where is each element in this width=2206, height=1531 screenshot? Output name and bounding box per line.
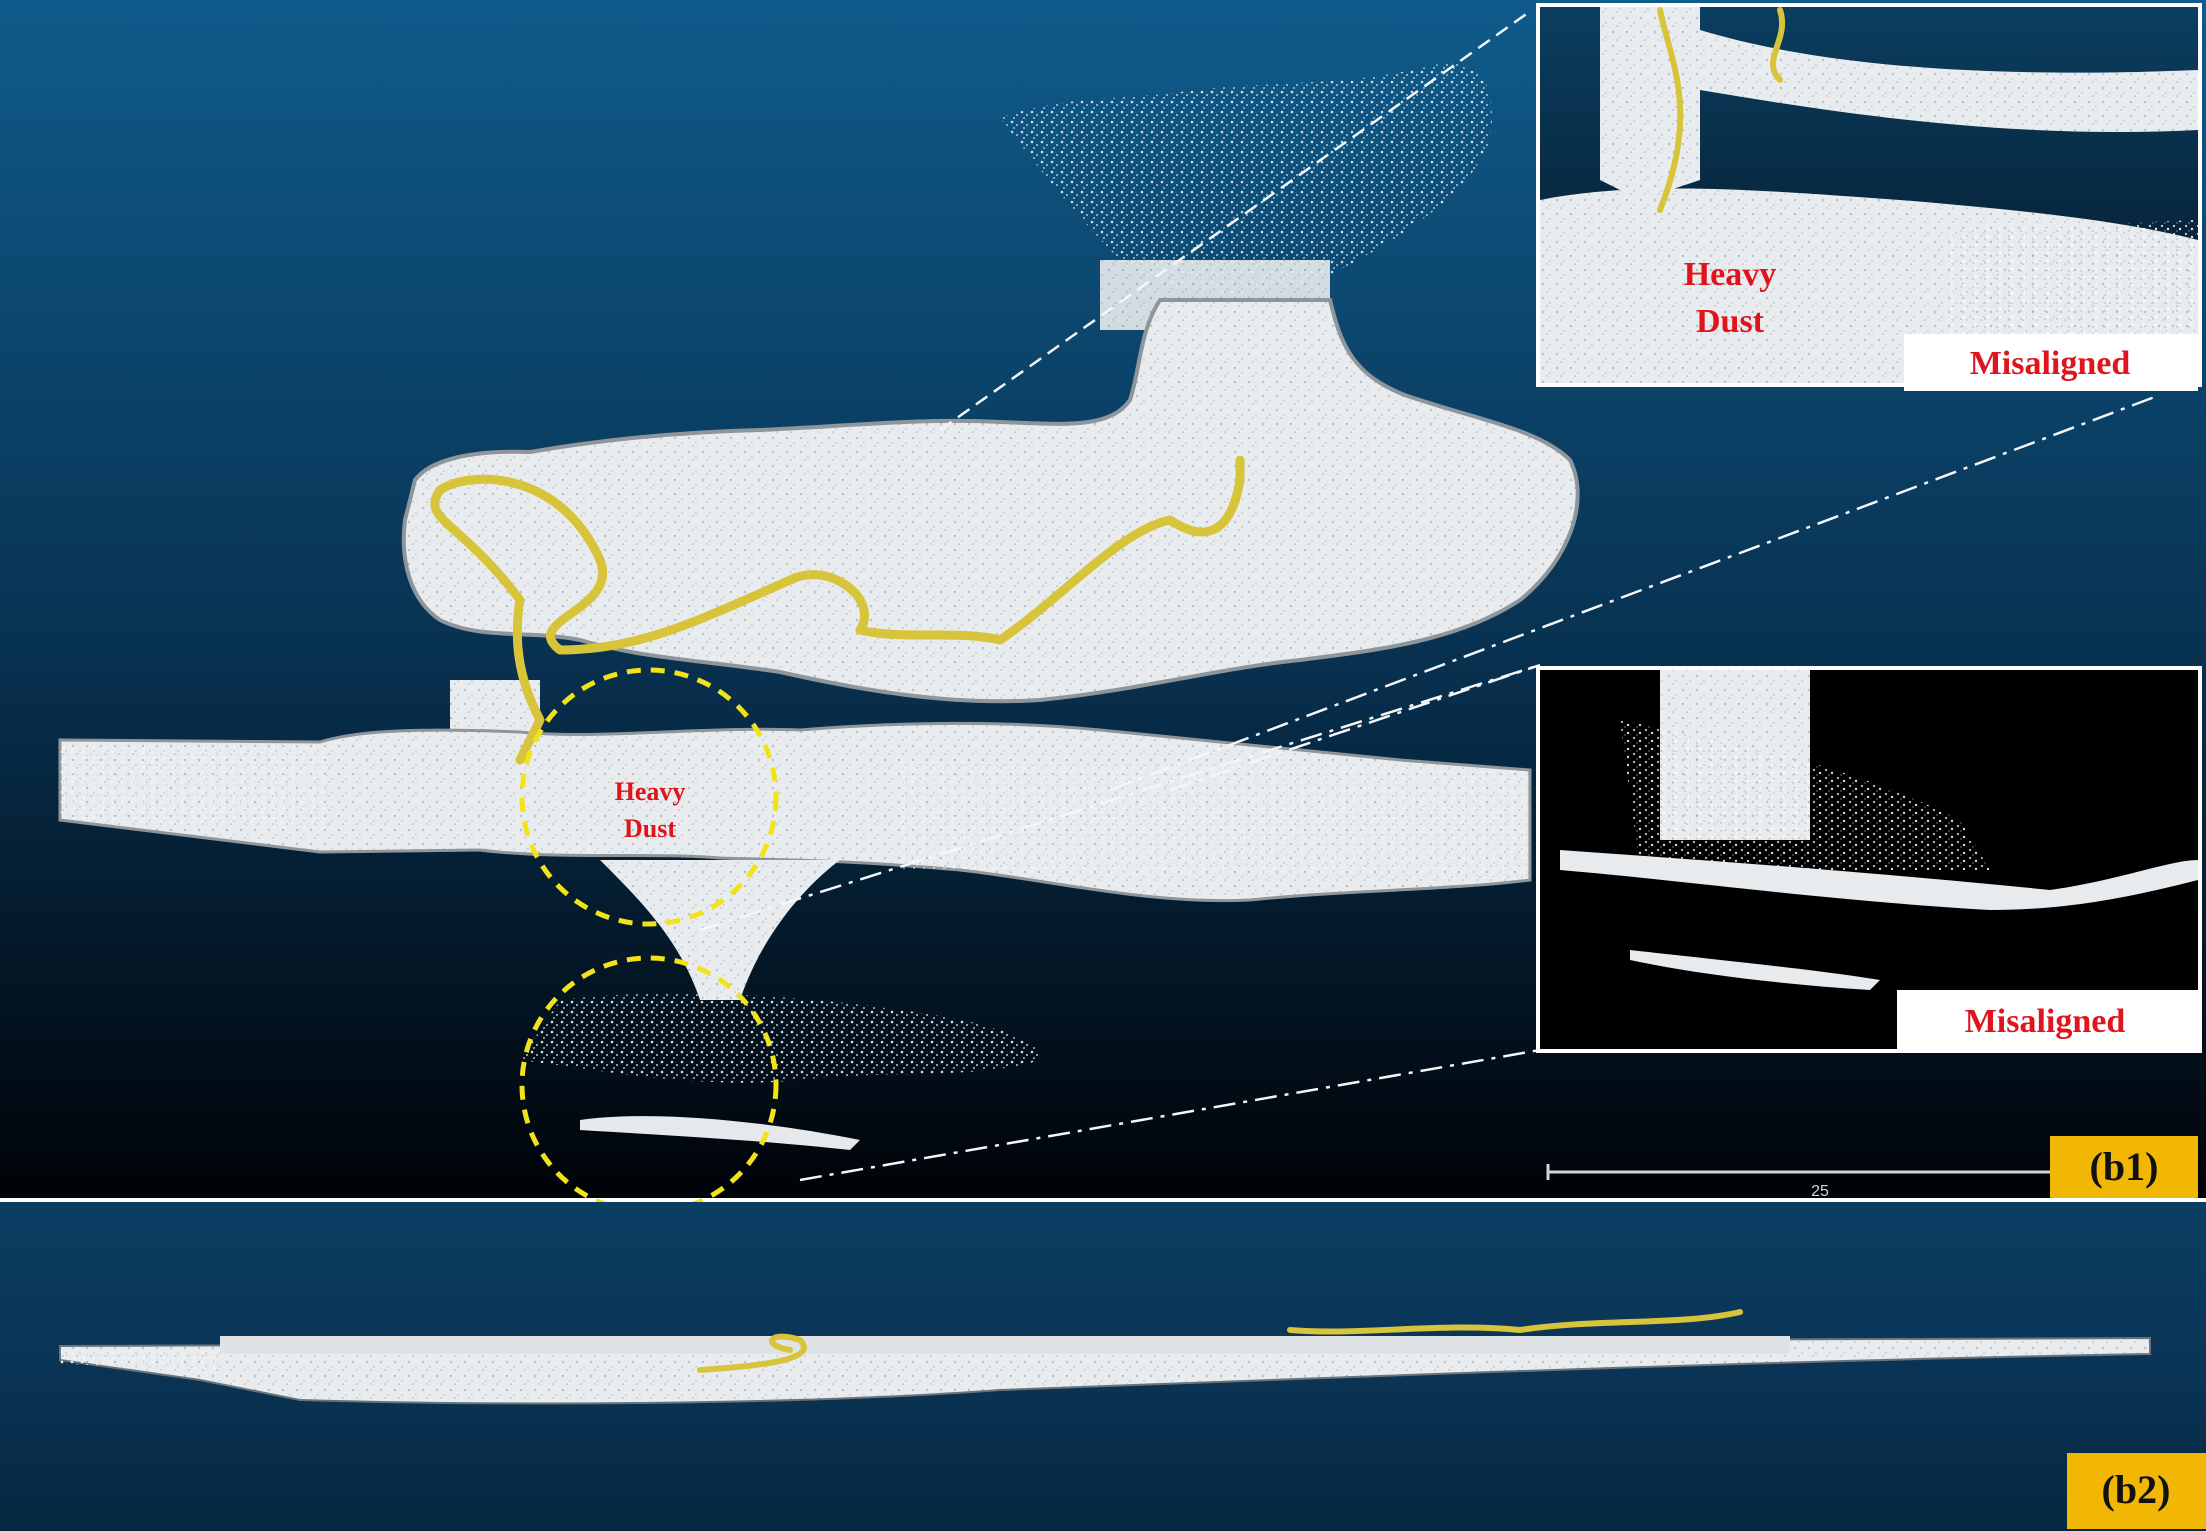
- heavy-dust-circle: [519, 667, 779, 927]
- inset-leader-lines: [699, 8, 2161, 1182]
- inset-top-tag-box: [1904, 334, 2198, 391]
- inset-bottom-misaligned-tag: Misaligned: [1965, 1003, 2126, 1040]
- b2-trajectory-left: [697, 1333, 807, 1373]
- panel-b1-badge: (b1): [2090, 1144, 2159, 1189]
- panel-b1: Heavy Dust Heavy Dust Misaligned: [0, 0, 2206, 1215]
- inset-top-heavy-label-line2: Dust: [1696, 303, 1765, 340]
- heavy-dust-label-line2: Dust: [624, 814, 676, 843]
- inset-top-misaligned-tag: Misaligned: [1970, 345, 2131, 382]
- point-cloud-descending-shaft: [520, 860, 1041, 1150]
- panel-b1-badge-box: [2050, 1136, 2198, 1198]
- inset-top: Heavy Dust Misaligned: [1536, 3, 2202, 391]
- heavy-dust-label-line1: Heavy: [615, 777, 686, 806]
- b2-trajectory-right: [1287, 1309, 1743, 1335]
- point-cloud-lower-drift: [58, 721, 1532, 903]
- inset-bottom: Misaligned: [1536, 666, 2202, 1053]
- scale-bar-label: 25: [1811, 1183, 1829, 1200]
- trajectory-path: [430, 455, 1245, 765]
- inset-bottom-tag-box: [1897, 990, 2198, 1051]
- panel-b2-badge-box: [2067, 1453, 2206, 1529]
- panel-b2-badge: (b2): [2102, 1467, 2171, 1512]
- inset-top-heavy-label-line1: Heavy: [1684, 256, 1777, 293]
- panel-b2: (b2): [0, 1202, 2206, 1531]
